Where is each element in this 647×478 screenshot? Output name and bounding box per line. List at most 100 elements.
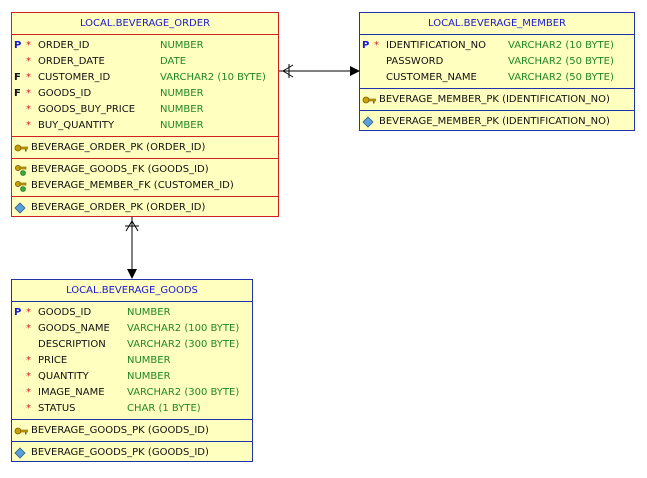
column-row[interactable]: * IMAGE_NAME VARCHAR2 (300 BYTE) xyxy=(12,385,252,401)
required-mark: * xyxy=(26,72,31,83)
column-name: GOODS_BUY_PRICE xyxy=(38,104,136,115)
foreign-key-row[interactable]: BEVERAGE_MEMBER_FK (CUSTOMER_ID) xyxy=(12,178,278,194)
pk-flag: P xyxy=(362,40,370,51)
key-name: BEVERAGE_MEMBER_FK (CUSTOMER_ID) xyxy=(31,180,234,191)
key-name: BEVERAGE_MEMBER_PK (IDENTIFICATION_NO) xyxy=(379,94,610,105)
column-row[interactable]: * GOODS_BUY_PRICE NUMBER xyxy=(12,102,278,118)
key-icon xyxy=(362,96,376,104)
fk-flag: F xyxy=(14,88,21,99)
column-row[interactable]: * BUY_QUANTITY NUMBER xyxy=(12,118,278,134)
foreign-key-icon xyxy=(15,165,27,176)
index-row[interactable]: BEVERAGE_GOODS_PK (GOODS_ID) xyxy=(12,445,252,461)
entity-beverage-order[interactable]: LOCAL.BEVERAGE_ORDER P * ORDER_ID NUMBER… xyxy=(11,12,279,217)
required-mark: * xyxy=(26,371,31,382)
column-row[interactable]: F * GOODS_ID NUMBER xyxy=(12,86,278,102)
column-name: ORDER_DATE xyxy=(38,56,105,67)
required-mark: * xyxy=(26,387,31,398)
primary-key-row[interactable]: BEVERAGE_MEMBER_PK (IDENTIFICATION_NO) xyxy=(360,92,634,108)
column-name: GOODS_ID xyxy=(38,307,92,318)
key-name: BEVERAGE_GOODS_FK (GOODS_ID) xyxy=(31,164,209,175)
pk-flag: P xyxy=(14,307,22,318)
columns-section: P * IDENTIFICATION_NO VARCHAR2 (10 BYTE)… xyxy=(360,34,634,88)
column-type: NUMBER xyxy=(127,307,171,318)
column-name: BUY_QUANTITY xyxy=(38,120,115,131)
column-name: STATUS xyxy=(38,403,76,414)
column-type: CHAR (1 BYTE) xyxy=(127,403,201,414)
index-name: BEVERAGE_GOODS_PK (GOODS_ID) xyxy=(31,447,209,458)
index-name: BEVERAGE_ORDER_PK (ORDER_ID) xyxy=(31,202,206,213)
column-row[interactable]: * ORDER_DATE DATE xyxy=(12,54,278,70)
key-icon xyxy=(14,144,28,152)
foreign-key-icon xyxy=(15,181,27,192)
entity-title: LOCAL.BEVERAGE_GOODS xyxy=(66,285,198,296)
required-mark: * xyxy=(26,307,31,318)
index-row[interactable]: BEVERAGE_ORDER_PK (ORDER_ID) xyxy=(12,200,278,216)
column-name: IDENTIFICATION_NO xyxy=(386,40,487,51)
foreign-key-row[interactable]: BEVERAGE_GOODS_FK (GOODS_ID) xyxy=(12,162,278,178)
required-mark: * xyxy=(26,355,31,366)
index-icon xyxy=(14,202,26,214)
required-mark: * xyxy=(26,120,31,131)
column-row[interactable]: * QUANTITY NUMBER xyxy=(12,369,252,385)
key-icon xyxy=(14,427,28,435)
column-name: PASSWORD xyxy=(386,56,444,67)
index-name: BEVERAGE_MEMBER_PK (IDENTIFICATION_NO) xyxy=(379,116,610,127)
pk-section: BEVERAGE_ORDER_PK (ORDER_ID) xyxy=(12,136,278,158)
column-row[interactable]: DESCRIPTION VARCHAR2 (300 BYTE) xyxy=(12,337,252,353)
column-name: DESCRIPTION xyxy=(38,339,106,350)
column-type: VARCHAR2 (50 BYTE) xyxy=(508,72,614,83)
required-mark: * xyxy=(26,403,31,414)
column-row[interactable]: * PRICE NUMBER xyxy=(12,353,252,369)
relation-order-goods[interactable] xyxy=(125,217,139,279)
relation-order-member[interactable] xyxy=(279,64,360,78)
pk-flag: P xyxy=(14,40,22,51)
entity-title: LOCAL.BEVERAGE_ORDER xyxy=(79,18,211,29)
column-type: NUMBER xyxy=(160,104,204,115)
column-type: NUMBER xyxy=(160,40,204,51)
columns-section: P * ORDER_ID NUMBER * ORDER_DATE DATE F … xyxy=(12,34,278,136)
column-type: VARCHAR2 (300 BYTE) xyxy=(127,339,240,350)
column-name: ORDER_ID xyxy=(38,40,90,51)
index-icon xyxy=(14,447,26,459)
required-mark: * xyxy=(26,104,31,115)
key-name: BEVERAGE_ORDER_PK (ORDER_ID) xyxy=(31,142,206,153)
column-name: GOODS_NAME xyxy=(38,323,110,334)
column-row[interactable]: P * IDENTIFICATION_NO VARCHAR2 (10 BYTE) xyxy=(360,38,634,54)
column-row[interactable]: P * GOODS_ID NUMBER xyxy=(12,305,252,321)
column-row[interactable]: F * CUSTOMER_ID VARCHAR2 (10 BYTE) xyxy=(12,70,278,86)
required-mark: * xyxy=(26,56,31,67)
column-row[interactable]: PASSWORD VARCHAR2 (50 BYTE) xyxy=(360,54,634,70)
index-section: BEVERAGE_ORDER_PK (ORDER_ID) xyxy=(12,196,278,218)
primary-key-row[interactable]: BEVERAGE_ORDER_PK (ORDER_ID) xyxy=(12,140,278,156)
column-type: NUMBER xyxy=(127,371,171,382)
column-row[interactable]: * STATUS CHAR (1 BYTE) xyxy=(12,401,252,417)
column-row[interactable]: CUSTOMER_NAME VARCHAR2 (50 BYTE) xyxy=(360,70,634,86)
columns-section: P * GOODS_ID NUMBER * GOODS_NAME VARCHAR… xyxy=(12,301,252,419)
column-type: VARCHAR2 (300 BYTE) xyxy=(127,387,240,398)
column-name: PRICE xyxy=(38,355,68,366)
column-name: CUSTOMER_NAME xyxy=(386,72,477,83)
required-mark: * xyxy=(26,40,31,51)
entity-beverage-member[interactable]: LOCAL.BEVERAGE_MEMBER P * IDENTIFICATION… xyxy=(359,12,635,131)
entity-beverage-goods[interactable]: LOCAL.BEVERAGE_GOODS P * GOODS_ID NUMBER… xyxy=(11,279,253,462)
index-row[interactable]: BEVERAGE_MEMBER_PK (IDENTIFICATION_NO) xyxy=(360,114,634,130)
column-name: QUANTITY xyxy=(38,371,89,382)
index-section: BEVERAGE_GOODS_PK (GOODS_ID) xyxy=(12,441,252,463)
pk-section: BEVERAGE_MEMBER_PK (IDENTIFICATION_NO) xyxy=(360,88,634,110)
column-row[interactable]: * GOODS_NAME VARCHAR2 (100 BYTE) xyxy=(12,321,252,337)
key-name: BEVERAGE_GOODS_PK (GOODS_ID) xyxy=(31,425,209,436)
column-type: NUMBER xyxy=(160,88,204,99)
column-type: VARCHAR2 (10 BYTE) xyxy=(160,72,266,83)
column-name: IMAGE_NAME xyxy=(38,387,105,398)
column-name: GOODS_ID xyxy=(38,88,92,99)
index-icon xyxy=(362,116,374,128)
required-mark: * xyxy=(26,88,31,99)
column-name: CUSTOMER_ID xyxy=(38,72,111,83)
column-type: NUMBER xyxy=(160,120,204,131)
column-type: VARCHAR2 (10 BYTE) xyxy=(508,40,614,51)
entity-title: LOCAL.BEVERAGE_MEMBER xyxy=(428,18,566,29)
primary-key-row[interactable]: BEVERAGE_GOODS_PK (GOODS_ID) xyxy=(12,423,252,439)
column-row[interactable]: P * ORDER_ID NUMBER xyxy=(12,38,278,54)
column-type: DATE xyxy=(160,56,187,67)
fk-flag: F xyxy=(14,72,21,83)
